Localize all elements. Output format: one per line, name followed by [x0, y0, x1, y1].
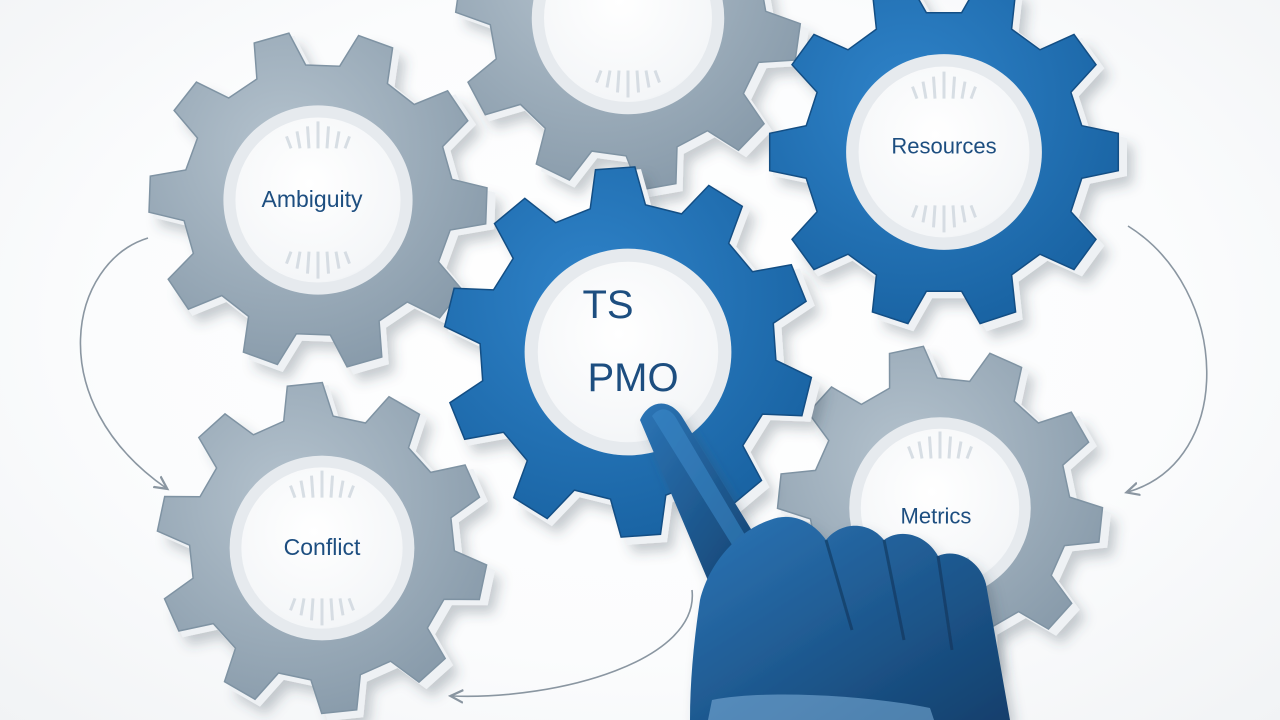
- gear-tick: [347, 597, 355, 611]
- gear-tick: [653, 69, 661, 84]
- gear-label-metrics: Metrics: [901, 504, 972, 529]
- gear-ambiguity: [148, 32, 496, 375]
- gear-tick: [334, 131, 341, 149]
- gear-tick: [956, 441, 963, 459]
- gear-tick: [299, 480, 306, 498]
- gear-label-ambiguity: Ambiguity: [262, 186, 363, 212]
- gear-tick: [595, 69, 603, 84]
- gear-tick: [285, 135, 293, 149]
- gear-tick: [310, 598, 315, 621]
- gear-tick: [289, 597, 297, 611]
- gear-tick: [310, 475, 315, 498]
- gear-resources: [768, 0, 1127, 332]
- gear-tick: [338, 598, 345, 616]
- gear-tick: [911, 86, 919, 100]
- gear-tick: [295, 251, 302, 269]
- gear-tick: [343, 251, 351, 265]
- gear-hole: [241, 467, 403, 629]
- gear-hole: [537, 261, 719, 443]
- gear-tick: [334, 251, 341, 269]
- gear-tick: [917, 441, 924, 459]
- gear-tick: [969, 204, 977, 218]
- gear-tick: [965, 445, 973, 460]
- gear-center: [443, 166, 821, 545]
- gear-tick: [911, 204, 919, 218]
- gear-tick: [951, 205, 956, 228]
- gears-layer: [148, 0, 1127, 720]
- gear-label-pmo: PMO: [587, 356, 678, 400]
- gear-tick: [932, 76, 937, 99]
- curved-arrow-icon: [1128, 225, 1208, 492]
- gear-tick: [338, 480, 345, 498]
- gear-label-conflict: Conflict: [284, 534, 361, 560]
- gear-tick: [306, 251, 311, 274]
- gear-tick: [969, 86, 977, 100]
- gear-top: [454, 0, 809, 198]
- gear-tick: [306, 126, 311, 149]
- gear-tick: [605, 70, 612, 88]
- curved-arrow-icon: [79, 237, 166, 488]
- gear-tick: [921, 81, 928, 99]
- gear-labels: Ambiguity Resources TS PMO Conflict Metr…: [262, 134, 997, 561]
- gear-tick: [960, 81, 967, 99]
- gear-label-ts: TS: [582, 283, 633, 327]
- cycle-arrows: [79, 225, 1208, 696]
- gear-tick: [932, 205, 937, 228]
- gear-tick: [347, 485, 355, 499]
- gear-tick: [299, 598, 306, 616]
- curved-arrow-icon: [452, 589, 693, 696]
- gear-tick: [343, 135, 351, 149]
- gear-tick: [329, 475, 334, 498]
- gear-tick: [285, 251, 293, 265]
- gear-tick: [329, 598, 334, 621]
- gear-tick: [921, 205, 928, 223]
- gear-tick: [644, 70, 651, 88]
- gear-tick: [960, 205, 967, 223]
- gear-conflict: [156, 381, 496, 720]
- pointing-hand-icon: [640, 403, 1010, 720]
- gear-hole: [544, 0, 712, 102]
- gear-hole: [235, 117, 401, 283]
- gear-tick: [951, 76, 956, 99]
- gear-label-resources: Resources: [891, 134, 996, 159]
- gear-tick: [325, 251, 330, 274]
- gear-tick: [947, 436, 952, 459]
- gear-tick: [907, 445, 915, 460]
- gear-tick: [325, 126, 330, 149]
- gear-tick: [635, 70, 640, 93]
- gear-tick: [928, 436, 933, 459]
- gear-hole: [858, 66, 1030, 238]
- gear-tick: [295, 131, 302, 149]
- gear-tick: [289, 485, 297, 499]
- gear-tick: [616, 70, 621, 93]
